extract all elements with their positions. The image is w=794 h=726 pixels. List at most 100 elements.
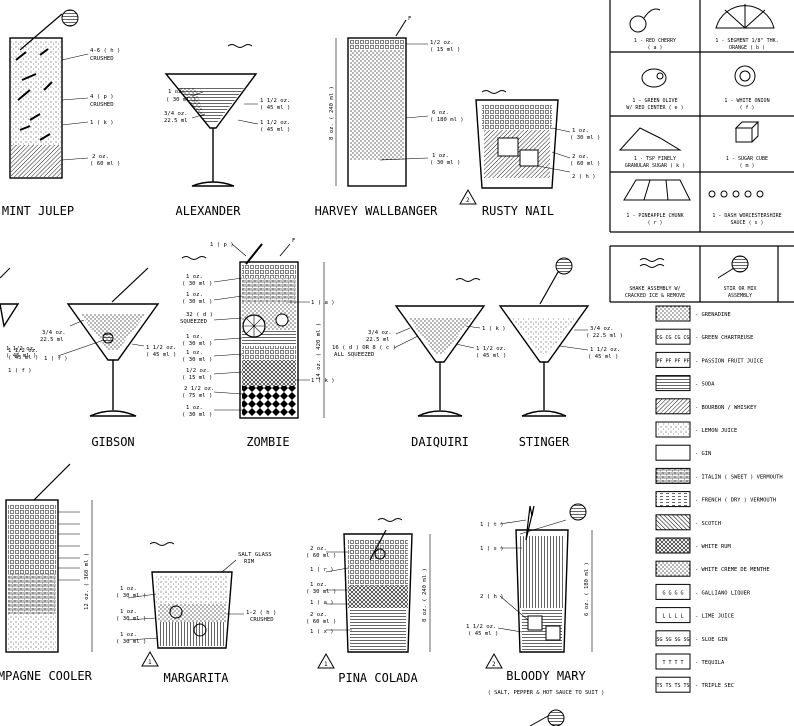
- label: ( 60 ml ): [570, 161, 600, 167]
- label: 1 oz.: [186, 405, 203, 411]
- label: 8 oz. ( 240 ml ): [422, 568, 428, 622]
- legend-swatch: [655, 537, 691, 554]
- label: ( 30 ml ): [182, 341, 212, 347]
- label: 6 oz. ( 180 ml ): [584, 562, 590, 616]
- label: ( 30 ml ): [570, 135, 600, 141]
- drink-pina-colada: 2 oz. ( 60 ml ) 1 ( r ) 1 oz. ( 30 ml ) …: [306, 518, 431, 685]
- label: 1 1/2 oz.: [8, 348, 38, 354]
- label: 1 ( k ): [482, 326, 506, 332]
- legend-item-bourbon: - BOURBON / WHISKEY: [655, 398, 757, 415]
- sauce-drops-icon: [708, 190, 764, 198]
- legend-item-gin: - GIN: [655, 444, 711, 461]
- label: ( 30 ml ): [306, 589, 336, 595]
- label: ( 45 ml ): [8, 355, 38, 361]
- label: 1 ( f ): [8, 368, 32, 374]
- drink-name: MARGARITA: [163, 671, 229, 685]
- legend-swatch: [655, 375, 691, 392]
- assembly-key: SHAKE ASSEMBLY W/ CRACKED ICE & REMOVE S…: [609, 245, 794, 303]
- label: ( 45 ml ): [260, 105, 290, 111]
- label: 6 oz.: [432, 110, 449, 116]
- label: ( 30 ml ): [430, 160, 460, 166]
- legend-swatch-glyph: T T T T: [662, 660, 683, 666]
- legend-swatch: [655, 351, 691, 368]
- legend-item-creme-de-menthe: - WHITE CREME DE MENTHE: [655, 560, 770, 577]
- label: 1/2 oz.: [430, 40, 454, 46]
- badge-number: 1: [324, 661, 328, 668]
- label: 22.5 ml: [366, 337, 390, 343]
- stir-icon: [569, 503, 587, 521]
- label: 2 oz.: [92, 154, 109, 160]
- label: ( 30 ml ): [182, 357, 212, 363]
- legend-swatch-glyph: L L L L: [662, 614, 683, 620]
- sugar-pile-icon: [618, 127, 682, 151]
- garnish-code: ( m ): [739, 163, 754, 169]
- legend-label: - LIME JUICE: [695, 614, 734, 620]
- legend-label: - SCOTCH: [695, 521, 721, 527]
- label: ( 45 ml ): [476, 353, 506, 359]
- label: 8 oz. ( 240 ml ): [329, 86, 335, 140]
- label: 1 1/2 oz.: [466, 624, 496, 630]
- drink-name: PINA COLADA: [338, 671, 418, 685]
- drink-zombie: F 1 ( p ) 14 oz. ( 420 ml ) 1 ( a ) 1 ( …: [180, 238, 335, 449]
- assembly-label: SHAKE ASSEMBLY W/: [629, 286, 680, 292]
- label: 3/4 oz.: [368, 330, 392, 336]
- label: ( 15 ml ): [430, 47, 460, 53]
- drink-alexander: 1 oz. ( 30 ml ) 3/4 oz. 22.5 ml 1 1/2 oz…: [164, 44, 290, 218]
- label: F: [408, 16, 412, 22]
- legend-swatch: [655, 607, 691, 624]
- label: 22.5 ml: [40, 337, 64, 343]
- drink-bloody-mary: 1 ( t ) 1 ( s ) 2 ( h ) 1 1/2 oz. ( 45 m…: [466, 503, 605, 726]
- badge-number: 1: [148, 659, 152, 666]
- legend-item-scotch: - SCOTCH: [655, 514, 721, 531]
- legend-label: - SODA: [695, 382, 715, 388]
- stir-icon: [555, 257, 573, 275]
- badge-number: 2: [466, 197, 470, 204]
- legend-label: - PASSION FRUIT JUICE: [695, 358, 763, 364]
- drink-partial-left: 1 1/2 oz. ( 45 ml ) 1 ( f ): [0, 267, 36, 374]
- legend-item-passion-fruit: PF PF PF PF- PASSION FRUIT JUICE: [655, 351, 763, 368]
- garnish-code: ORANGE ( b ): [729, 45, 765, 51]
- legend-item-galliano: G G G G- GALLIANO LIQUER: [655, 583, 751, 600]
- label: 12 oz. ( 360 ml ): [84, 553, 90, 610]
- garnish-key: 1 - RED CHERRY ( a ) 1 - SEGMENT 1/8" TH…: [609, 0, 794, 233]
- label: 22.5 ml: [164, 118, 188, 124]
- label: RIM: [244, 559, 255, 565]
- legend-swatch: [655, 560, 691, 577]
- label: ( 30 ml ): [182, 412, 212, 418]
- drink-name: BLOODY MARY: [506, 669, 586, 683]
- legend-item-soda: - SODA: [655, 375, 715, 392]
- label: 1 1/2 oz.: [146, 345, 176, 351]
- legend-label: - SLOE GIN: [695, 637, 727, 643]
- label: 1/2 oz.: [186, 368, 210, 374]
- garnish-label: 1 - RED CHERRY: [634, 38, 676, 44]
- legend-label: - BOURBON / WHISKEY: [695, 405, 757, 411]
- drink-name: ZOMBIE: [246, 435, 289, 449]
- legend-item-white-rum: - WHITE RUM: [655, 537, 731, 554]
- legend-swatch: [655, 305, 691, 322]
- cherry-icon: [629, 15, 647, 33]
- sugar-cube-icon: [734, 121, 760, 143]
- label: 1 1/2 oz.: [590, 347, 620, 353]
- label: 1 ( a ): [310, 600, 334, 606]
- label: 1 ( x ): [310, 629, 334, 635]
- legend-item-grenadine: - GRENADINE: [655, 305, 731, 322]
- label: 1-2 ( h ): [246, 610, 276, 616]
- label: ( 30 ml ): [116, 616, 146, 622]
- label: ( 30 ml ): [182, 281, 212, 287]
- label: 1 oz.: [186, 334, 203, 340]
- label: SALT GLASS: [238, 552, 272, 558]
- stir-icon: [731, 255, 749, 273]
- garnish-code: SAUCE ( s ): [730, 220, 763, 226]
- label: 1 ( p ): [210, 242, 234, 248]
- label: 1 ( t ): [480, 522, 504, 528]
- difficulty-badge: [317, 652, 335, 669]
- label: ( 45 ml ): [468, 631, 498, 637]
- label: ( 60 ml ): [90, 161, 120, 167]
- label: ( 75 ml ): [182, 393, 212, 399]
- legend-swatch: [655, 676, 691, 693]
- label: ( 45 ml ): [6, 353, 36, 359]
- label: ( 60 ml ): [306, 619, 336, 625]
- label: 2 oz.: [310, 546, 327, 552]
- drink-note: ( SALT, PEPPER & HOT SAUCE TO SUIT ): [488, 690, 605, 696]
- label: CRUSHED: [90, 102, 114, 108]
